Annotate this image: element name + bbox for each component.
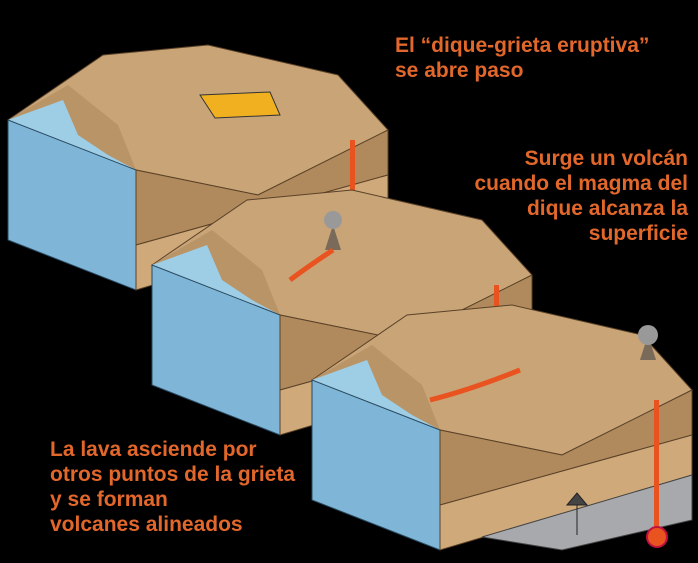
block-step-1 — [7, 44, 389, 291]
lava-flow — [288, 247, 335, 283]
volcano — [325, 225, 341, 250]
caption-step-3: La lava asciende por otros puntos de la … — [50, 438, 296, 536]
lava-flow — [429, 367, 521, 403]
dike-crack — [199, 91, 281, 119]
ash-plume — [324, 211, 342, 229]
block-step-2 — [151, 189, 533, 436]
caption-step-1: El “dique-grieta eruptiva” se abre paso — [395, 34, 650, 82]
volcano — [640, 335, 656, 360]
block-step-3 — [311, 304, 693, 551]
caption-step-2: Surge un volcán cuando el magma del diqu… — [474, 147, 688, 245]
ash-plume — [638, 325, 658, 345]
